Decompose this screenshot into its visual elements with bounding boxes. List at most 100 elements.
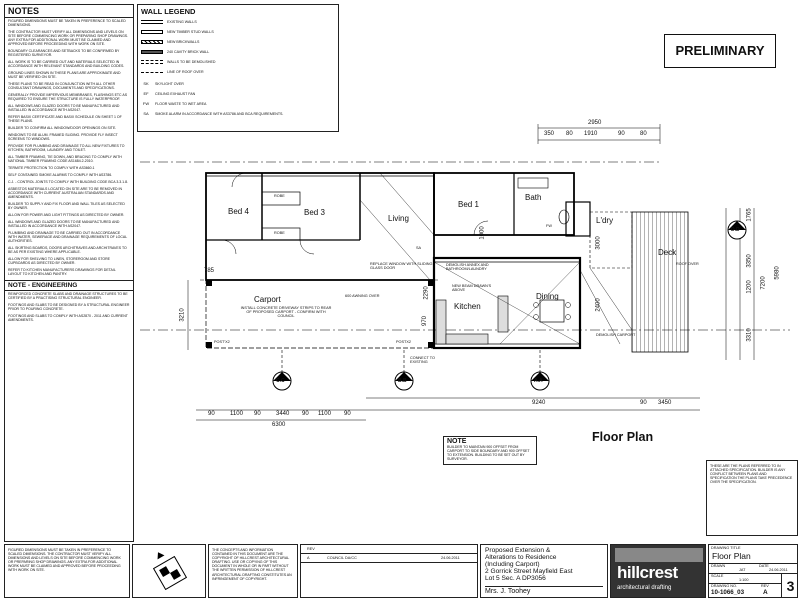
dim-left: 3210 xyxy=(179,308,186,322)
project-line: Proposed Extension & xyxy=(485,547,551,554)
dim-left: 785 xyxy=(204,268,215,274)
dim-bottom-left-part: 1100 xyxy=(230,411,243,417)
revision-column-label: REV xyxy=(307,547,315,551)
section-label-cc: C.C xyxy=(276,378,285,384)
note-item: PLUMBING AND DRAINAGE TO BE CARRIED OUT … xyxy=(8,231,128,243)
awning-door-note: 600 AWNING OVER xyxy=(345,294,380,298)
exhaust-fan-symbol: EF xyxy=(143,91,149,97)
project-line: 2 Gorrick Street Mayfield East xyxy=(485,568,573,575)
north-arrow-icon xyxy=(152,552,188,591)
drawing-info: DRAWING TITLE Floor Plan DRAWN JAT DATE … xyxy=(708,544,798,598)
extension-walls xyxy=(432,256,582,350)
legend-row-existing: EXISTING WALLS xyxy=(141,20,197,25)
dim-mid: 2290 xyxy=(423,286,430,300)
dim-bottom-left-part: 1100 xyxy=(318,411,331,417)
dim-bottom-left-part: 90 xyxy=(344,411,351,417)
floor-waste-marker: FW xyxy=(546,224,552,228)
kitchen-island xyxy=(497,295,509,333)
legend-label: NEW BRICKWALLS xyxy=(167,40,200,44)
dim-top-part: 350 xyxy=(544,131,555,137)
scale-label: SCALE xyxy=(711,574,724,578)
note-item: THE CONTRACTOR MUST VERIFY ALL DIMENSION… xyxy=(8,30,129,46)
legend-label: 240 CAVITY BRICK WALL xyxy=(167,50,210,54)
note-box-text: BUILDER TO MAINTAIN 900 OFFSET FROM CARP… xyxy=(447,445,530,462)
dim-bottom-left-part: 3440 xyxy=(276,411,290,417)
date-value: 24.06.2011 xyxy=(769,568,788,572)
legend-label: LINE OF ROOF OVER xyxy=(167,70,204,74)
firm-subtitle: architectural drafting xyxy=(617,585,672,591)
note-item: ALL WINDOWS AND GLAZED DOORS TO BE MANUF… xyxy=(8,104,120,112)
note-item: GROUND LINES SHOWN IN THESE PLANS ARE AP… xyxy=(8,71,121,79)
drawing-title-label: DRAWING TITLE xyxy=(711,546,741,550)
client-name: Mrs. J. Toohey xyxy=(485,586,603,595)
legend-row-brick: NEW BRICKWALLS xyxy=(141,40,200,45)
robe-bed3 xyxy=(261,227,301,241)
note-item: ALL TIMBER FRAMING, TIE DOWN, AND BRACIN… xyxy=(8,155,122,163)
firm-name: hillcrest xyxy=(617,563,678,582)
room-label-kitchen: Kitchen xyxy=(454,302,481,311)
rev-value: A xyxy=(763,589,768,596)
dim-right: 5980 xyxy=(774,266,781,280)
bath-tub xyxy=(517,177,549,189)
room-label-dining: Dining xyxy=(536,292,559,301)
note-item: SELF CONTAINED SMOKE ALARMS TO COMPLY WI… xyxy=(8,173,113,177)
wall-legend: WALL LEGEND EXISTING WALLS NEW TIMBER ST… xyxy=(137,4,339,132)
legend-label: NEW TIMBER STUD WALLS xyxy=(167,30,214,34)
drawing-title: Floor Plan xyxy=(712,551,751,561)
robe-bed4 xyxy=(261,191,301,206)
brick-wall-symbol xyxy=(141,40,163,45)
note-item: WINDOWS TO BE ALUM. FRAMED SLIDING. PROV… xyxy=(8,133,118,141)
dim-right: 7200 xyxy=(760,276,767,290)
new-beam-note: NEW BEAM DRAWN'S ABOVE xyxy=(452,284,492,293)
engineering-notes-list: REINFORCED CONCRETE SLABS AND DRAINAGE S… xyxy=(5,291,133,324)
drawing-no-label: DRAWING No. xyxy=(711,584,738,588)
setback-note-box: NOTE BUILDER TO MAINTAIN 900 OFFSET FROM… xyxy=(443,436,537,465)
legend-row-demolish: WALLS TO BE DEMOLISHED xyxy=(141,60,216,65)
section-marker-cc xyxy=(272,350,292,391)
legend-label: WALLS TO BE DEMOLISHED xyxy=(167,60,216,64)
dim-mid: 3000 xyxy=(595,236,602,250)
kitchen-bench-bottom xyxy=(445,333,489,345)
notes-panel: NOTES FIGURED DIMENSIONS MUST BE TAKEN I… xyxy=(4,4,134,542)
robe-label: ROBE xyxy=(274,231,285,235)
north-arrow-cell xyxy=(132,544,206,598)
date-label: DATE xyxy=(759,564,769,568)
dim-bottom-left-part: 90 xyxy=(208,411,215,417)
notes-list: FIGURED DIMENSIONS MUST BE TAKEN IN PREF… xyxy=(5,18,133,278)
dim-top-total: 2950 xyxy=(588,120,602,126)
note-item: BOUNDARY CLEARANCES AND SETBACKS TO BE C… xyxy=(8,49,120,57)
demolish-wall-symbol xyxy=(141,60,163,65)
room-label-living: Living xyxy=(388,214,409,223)
laundry-walls xyxy=(565,201,591,237)
dim-mid: 2400 xyxy=(595,298,602,312)
deck-area xyxy=(631,211,689,353)
replace-window-note: REPLACE WINDOW WITH SLIDING GLASS DOOR xyxy=(370,262,433,271)
legend-label: EXISTING WALLS xyxy=(167,20,197,24)
smoke-alarm-marker: SA xyxy=(416,246,422,250)
demolish-annex-note: DEMOLISH ANNEX AND BATHROOM/LAUNDRY xyxy=(446,263,489,272)
note-item: ALL WORK IS TO BE CARRIED OUT AND MATERI… xyxy=(8,60,125,68)
dim-top-part: 80 xyxy=(566,131,573,137)
section-marker-aa xyxy=(530,350,550,391)
skylight-symbol: SK xyxy=(143,81,149,87)
dining-table xyxy=(539,299,565,323)
room-label-bed1: Bed 1 xyxy=(458,200,479,209)
note-item: TERMITE PROTECTION TO COMPLY WITH AS3660… xyxy=(8,166,95,170)
toilet-symbol xyxy=(558,209,570,225)
section-label-bb: B.B xyxy=(398,378,407,384)
bed1-bath-walls xyxy=(433,172,575,236)
connect-existing-note: CONNECT TO EXISTING xyxy=(410,356,435,365)
legend-row-cavity: 240 CAVITY BRICK WALL xyxy=(141,50,210,55)
engineering-note-item: FOOTINGS AND SLABS TO COMPLY WITH AS2870… xyxy=(8,314,128,322)
note-item: C.J. - CONTROL JOINTS TO COMPLY WITH BUI… xyxy=(8,180,128,184)
cavity-wall-symbol xyxy=(141,50,163,55)
engineering-note-item: REINFORCED CONCRETE SLABS AND DRAINAGE S… xyxy=(8,292,128,300)
roof-line-symbol xyxy=(141,71,163,73)
dim-mid: 1000 xyxy=(479,226,486,240)
notes-title: NOTES xyxy=(5,5,133,18)
note-item: ALLOW FOR POWER AND LIGHT FITTINGS AS DI… xyxy=(8,213,125,217)
revision-date: 24.06.2011 xyxy=(441,556,460,560)
